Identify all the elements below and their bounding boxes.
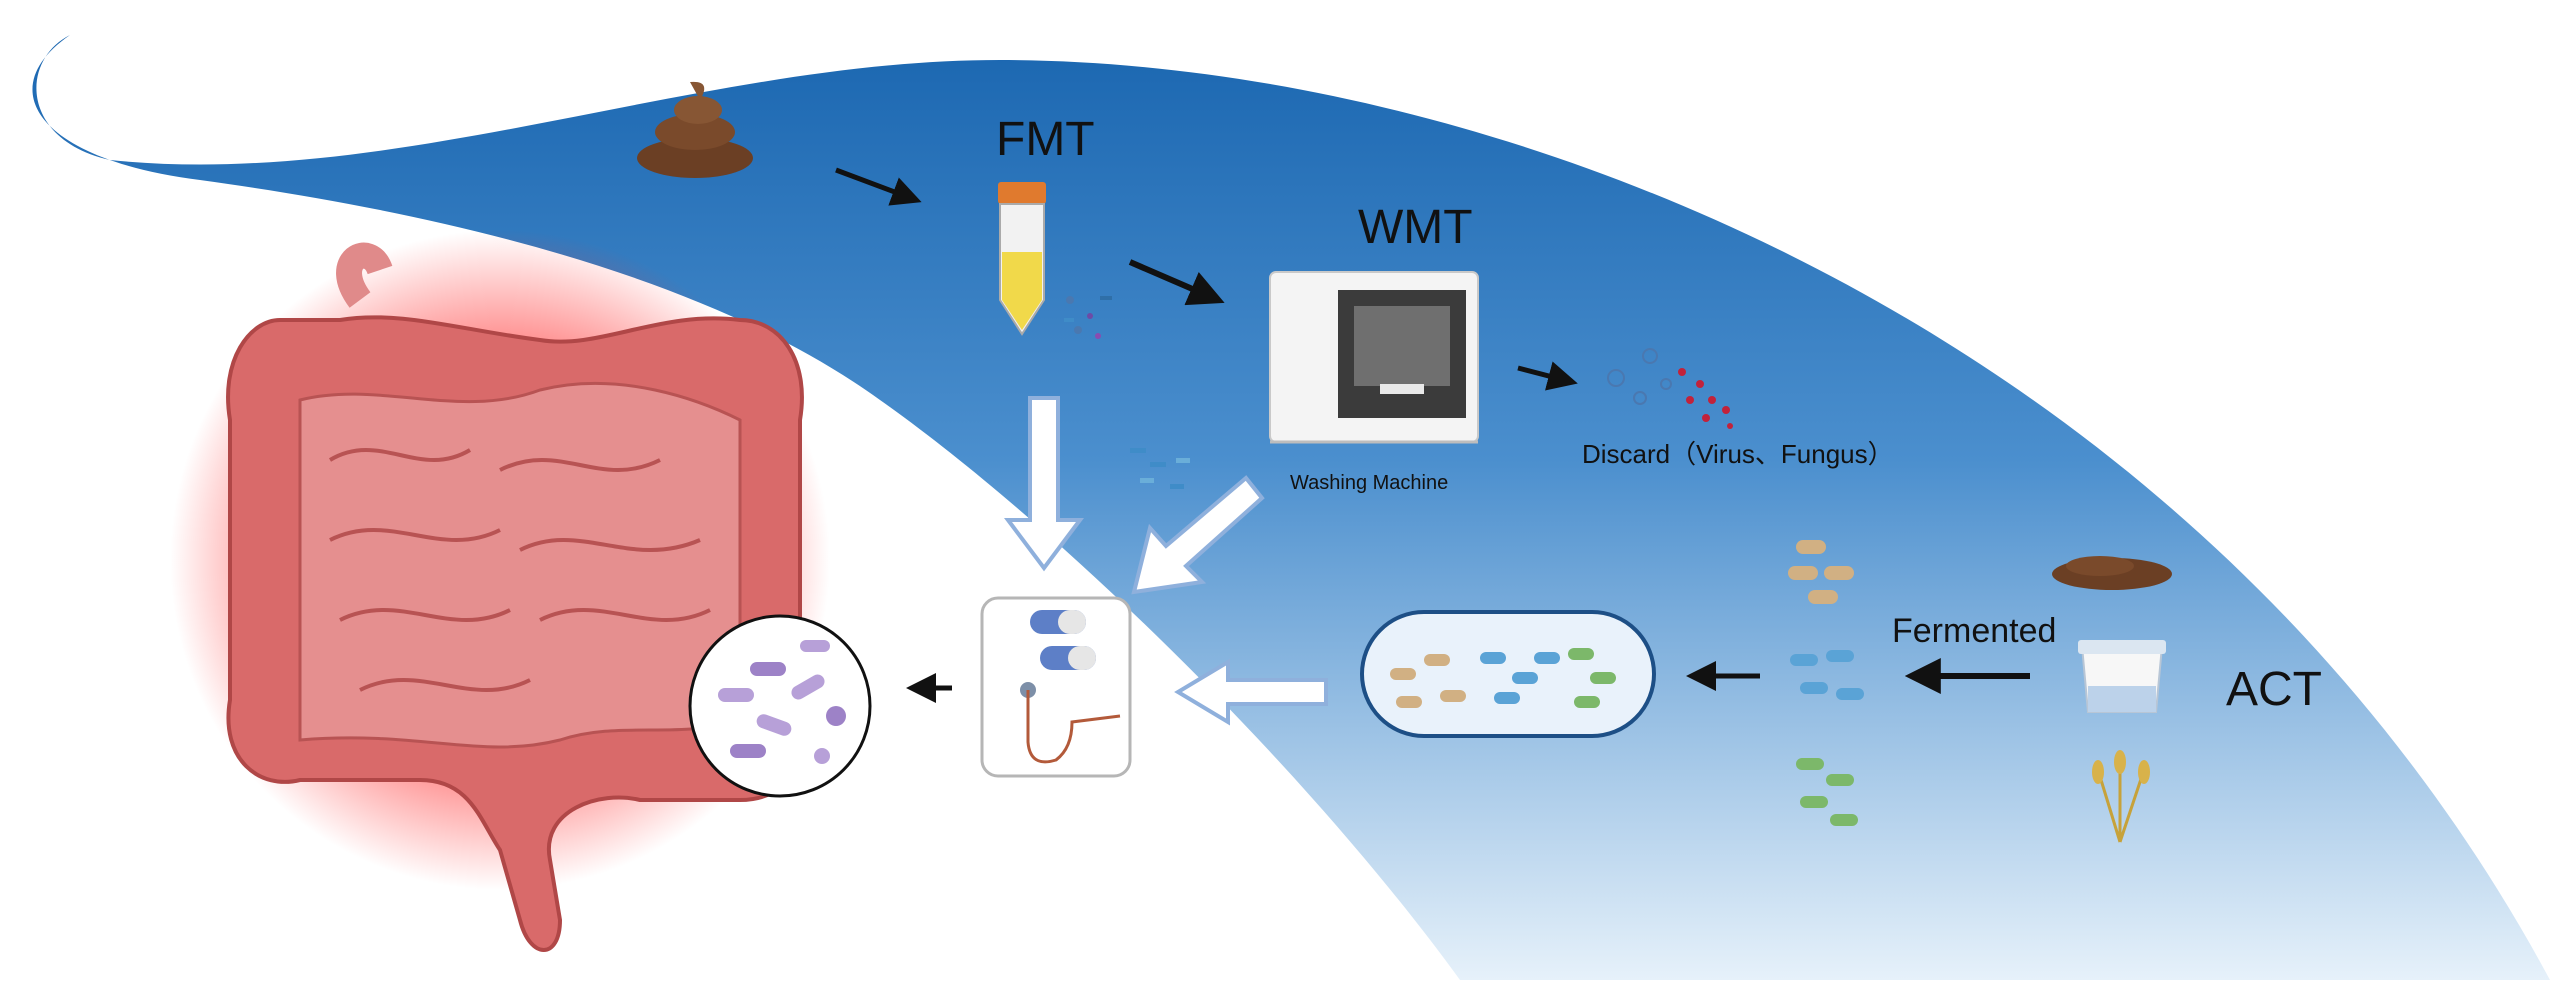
fmt-label: FMT — [996, 113, 1095, 166]
blue-wave-band — [32, 35, 2550, 980]
soil-icon — [2052, 556, 2172, 590]
yogurt-cup-icon — [2078, 640, 2166, 713]
hollow-arrow-wmt-down — [1131, 475, 1265, 595]
gut-microbiota-circle — [688, 614, 872, 798]
capsule-icon — [1030, 610, 1096, 670]
discard-label: Discard（Virus、Fungus） — [1582, 439, 1894, 469]
colonoscope-icon — [1020, 682, 1121, 764]
washing-machine-icon — [1269, 271, 1479, 444]
arrow-fmt-to-wmt — [1128, 259, 1225, 306]
act-label: ACT — [2226, 663, 2322, 716]
wheat-icon — [2092, 750, 2150, 843]
arrow-wmt-to-discard — [1517, 361, 1578, 391]
fermented-label: Fermented — [1892, 612, 2057, 650]
bacteria-blue-group — [1790, 650, 1864, 700]
hollow-arrow-fmt-down — [1004, 396, 1084, 572]
bacteria-tan-group — [1788, 540, 1854, 604]
bacteria-culture-dish — [1360, 610, 1656, 738]
discard-virus-fungus-icon — [1607, 348, 1733, 429]
washing-machine-label: Washing Machine — [1290, 472, 1449, 494]
bacteria-green-group — [1796, 758, 1858, 826]
filtered-microbes-icon — [1130, 448, 1190, 489]
arrow-feces-to-fmt — [835, 167, 922, 206]
fmt-microbes-icon — [1064, 296, 1112, 339]
feces-icon — [637, 81, 753, 178]
capsule-delivery-box — [980, 596, 1132, 778]
hollow-arrow-culture-left — [1174, 658, 1328, 726]
fmt-test-tube-icon — [998, 182, 1046, 336]
wmt-label: WMT — [1358, 201, 1473, 254]
intestine-icon — [226, 242, 805, 952]
